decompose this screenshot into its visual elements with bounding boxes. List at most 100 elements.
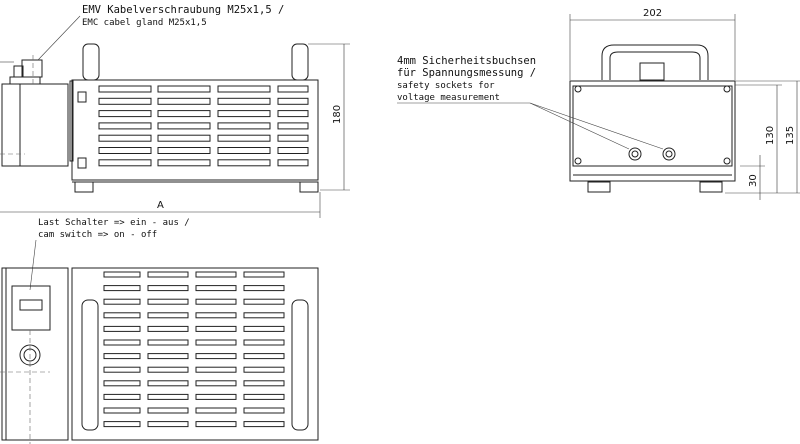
vent-slot (157, 122, 211, 130)
vent-slot (217, 110, 271, 118)
foot (587, 181, 611, 193)
vent-slot (103, 366, 141, 373)
vent-slot (243, 407, 285, 414)
vent-slot (103, 353, 141, 360)
vent-slot (147, 353, 189, 360)
vent-slot (243, 339, 285, 346)
vent-slot (147, 339, 189, 346)
vent-slot (147, 285, 189, 292)
dim-130: 130 (765, 126, 776, 145)
vent-slot (98, 134, 152, 142)
vent-slot (157, 159, 211, 167)
vent-slot (217, 159, 271, 167)
vent-slot (98, 85, 152, 93)
switch-label-de: Last Schalter => ein - aus / (38, 218, 190, 228)
vent-slot (195, 271, 237, 278)
vent-slot (157, 85, 211, 93)
vent-slot (277, 159, 309, 167)
vent-slot (217, 85, 271, 93)
vent-slot (243, 366, 285, 373)
safety-socket (662, 147, 676, 161)
vent-slot (103, 393, 141, 400)
side-view: EMV Kabelverschraubung M25x1,5 / EMC cab… (0, 4, 350, 218)
vent-slot (157, 134, 211, 142)
vent-slot (277, 134, 309, 142)
vent-slot (147, 421, 189, 428)
vent-slot (195, 380, 237, 387)
foot (699, 181, 723, 193)
vent-slot (157, 97, 211, 105)
vent-slot (195, 407, 237, 414)
socket-icon (77, 91, 87, 103)
side-housing (71, 79, 319, 181)
switch-label-en: cam switch => on - off (38, 230, 157, 240)
vent-slot (217, 122, 271, 130)
handle-bar-right (291, 299, 309, 431)
vent-slot (103, 421, 141, 428)
vent-slot (243, 393, 285, 400)
vent-slot (217, 147, 271, 154)
cable-gland (21, 59, 43, 78)
vent-slot (277, 110, 309, 118)
vent-slot (98, 159, 152, 167)
vent-slot (195, 339, 237, 346)
vent-slot (147, 380, 189, 387)
sockets-label-de-1: 4mm Sicherheitsbuchsen (397, 55, 536, 67)
sockets-label-de-2: für Spannungsmessung / (397, 67, 536, 79)
vent-slot (243, 271, 285, 278)
cable-gland-label-de: EMV Kabelverschraubung M25x1,5 / (82, 4, 284, 16)
vent-slot (243, 285, 285, 292)
vent-slot (157, 147, 211, 154)
vent-slot (98, 110, 152, 118)
cam-switch (11, 285, 51, 331)
vent-slot (243, 380, 285, 387)
vent-slot (147, 366, 189, 373)
vent-slot (147, 407, 189, 414)
front-housing (569, 80, 736, 182)
vent-slot (217, 97, 271, 105)
vent-slot (103, 271, 141, 278)
vent-slot (195, 366, 237, 373)
vent-slot (195, 298, 237, 305)
top-control-box (1, 267, 69, 441)
cable-gland-label-en: EMC cabel gland M25x1,5 (82, 18, 207, 28)
vent-slot (157, 110, 211, 118)
vent-slot (195, 325, 237, 332)
vent-slot (195, 353, 237, 360)
vent-slot (103, 339, 141, 346)
vent-slot (195, 393, 237, 400)
vent-slot (103, 285, 141, 292)
vent-slot (277, 122, 309, 130)
vent-slot (277, 97, 309, 105)
vent-slot (277, 147, 309, 154)
safety-socket (628, 147, 642, 161)
vent-slot (195, 312, 237, 319)
vent-slot (147, 393, 189, 400)
vent-slot (147, 312, 189, 319)
leader-line (37, 15, 81, 61)
top-view: Last Schalter => ein - aus / cam switch … (0, 218, 319, 444)
vent-slot (98, 147, 152, 154)
foot (74, 181, 94, 193)
vent-slot (243, 353, 285, 360)
vent-slot (243, 325, 285, 332)
vent-slot (243, 298, 285, 305)
sockets-label-en-2: voltage measurement (397, 93, 500, 103)
vent-slot (243, 312, 285, 319)
cable-gland (639, 62, 665, 81)
dim-202: 202 (643, 8, 662, 19)
front-view: 4mm Sicherheitsbuchsen für Spannungsmess… (397, 8, 800, 200)
vent-slot (103, 312, 141, 319)
foot (299, 181, 319, 193)
vent-slot (195, 421, 237, 428)
top-housing (71, 267, 319, 441)
sockets-label-en-1: safety sockets for (397, 81, 495, 91)
gland-base (9, 76, 41, 85)
dim-a: A (157, 200, 164, 211)
vent-slot (98, 97, 152, 105)
vent-slot (243, 421, 285, 428)
handle-post-right (291, 43, 309, 81)
dim-180: 180 (332, 105, 343, 124)
vent-slot (103, 407, 141, 414)
